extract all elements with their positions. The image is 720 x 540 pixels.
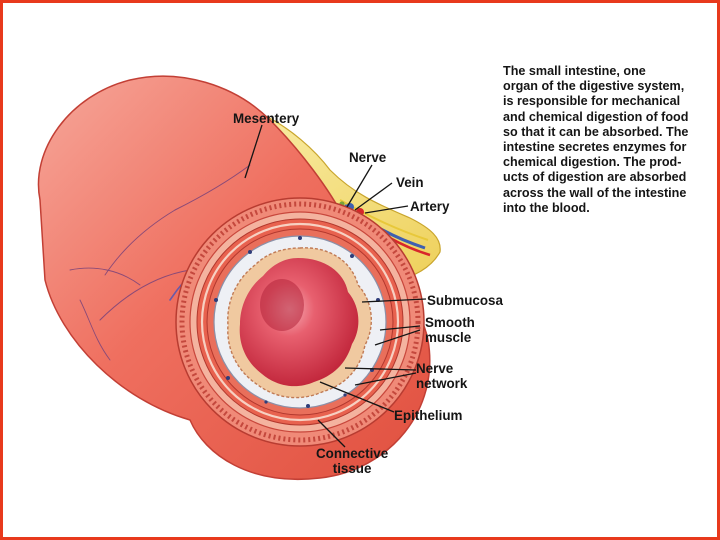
label-smooth-muscle: Smooth muscle xyxy=(425,315,475,345)
label-connective-tissue: Connective tissue xyxy=(316,446,388,476)
label-line: Nerve xyxy=(416,361,454,376)
caption-line: intestine secretes enzymes for xyxy=(503,140,687,155)
caption-line: organ of the digestive system, xyxy=(503,79,685,94)
caption-text: The small intestine, one organ of the di… xyxy=(503,64,717,216)
label-line: tissue xyxy=(332,461,372,476)
label-nerve: Nerve xyxy=(349,150,387,165)
label-line: Connective xyxy=(316,446,389,461)
label-epithelium: Epithelium xyxy=(394,408,463,423)
caption-line: into the blood. xyxy=(503,200,590,215)
caption-line: and chemical digestion of food xyxy=(503,109,689,124)
caption-line: chemical digestion. The prod- xyxy=(503,155,682,170)
caption-line: The small intestine, one xyxy=(503,64,646,78)
caption-line: across the wall of the intestine xyxy=(503,185,687,200)
label-line: Smooth xyxy=(425,315,475,330)
label-submucosa: Submucosa xyxy=(427,293,503,308)
label-nerve-network: Nerve network xyxy=(416,361,467,391)
label-artery: Artery xyxy=(410,199,450,214)
label-vein: Vein xyxy=(396,175,424,190)
caption-line: so that it can be absorbed. The xyxy=(503,124,689,139)
leader-lines xyxy=(244,124,427,448)
caption-line: is responsible for mechanical xyxy=(503,94,681,109)
label-line: muscle xyxy=(425,330,472,345)
label-line: network xyxy=(416,376,468,391)
caption-line: ucts of digestion are absorbed xyxy=(503,170,687,185)
label-mesentery: Mesentery xyxy=(233,111,300,126)
